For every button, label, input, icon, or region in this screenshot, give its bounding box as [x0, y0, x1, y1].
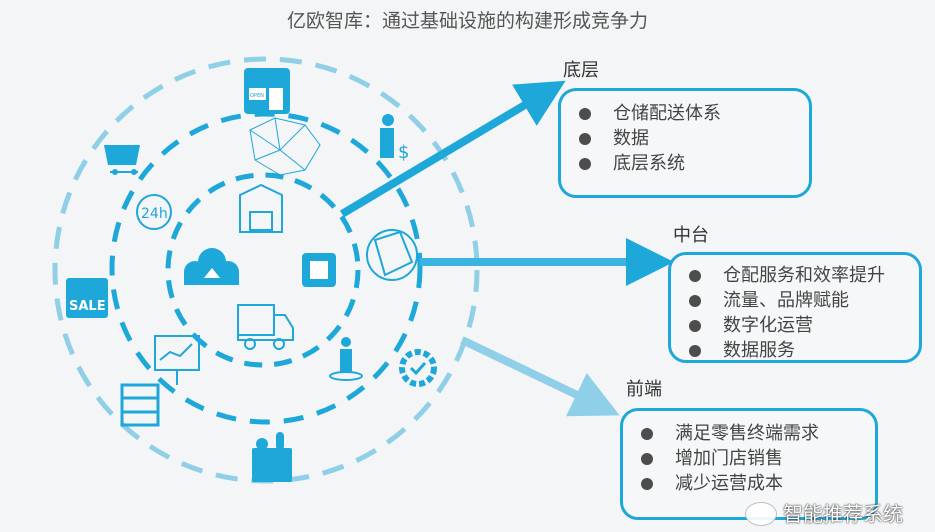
- bullet-icon: [641, 427, 653, 440]
- section-box-middle: 仓配服务和效率提升 流量、品牌赋能 数字化运营 数据服务: [668, 252, 922, 363]
- cloud-upload-icon: [184, 248, 239, 285]
- list-item: 底层系统: [579, 151, 809, 176]
- businessman-dollar-icon: $: [380, 114, 409, 163]
- watermark: 智能推荐系统: [745, 502, 903, 526]
- list-item: 增加门店销售: [641, 446, 875, 471]
- inner-ring: [165, 172, 361, 368]
- list-item: 流量、品牌赋能: [689, 288, 919, 313]
- page-title: 亿欧智库：通过基础设施的构建形成竞争力: [286, 10, 648, 32]
- list-item: 数据服务: [689, 338, 919, 363]
- section-box-bottom: 仓储配送体系 数据 底层系统: [558, 88, 812, 198]
- svg-text:$: $: [398, 142, 409, 163]
- delivery-truck-icon: [237, 304, 294, 350]
- shopping-cart-icon: [104, 145, 140, 175]
- list-item: 仓储配送体系: [579, 101, 809, 126]
- bullet-icon: [689, 294, 701, 307]
- section-box-front: 满足零售终端需求 增加门店销售 减少运营成本: [620, 408, 878, 520]
- list-item: 满足零售终端需求: [641, 421, 875, 446]
- bullet-icon: [579, 157, 591, 170]
- chip-icon: [302, 253, 336, 287]
- list-item: 减少运营成本: [641, 471, 875, 496]
- sale-store-icon: SALE: [66, 278, 108, 318]
- people-target-icon: [329, 337, 363, 381]
- bullet-icon: [579, 132, 591, 145]
- bullet-icon: [641, 477, 653, 490]
- warehouse-icon: [239, 183, 283, 233]
- bullet-icon: [579, 107, 591, 120]
- aperture-icon: [366, 229, 418, 281]
- bullet-icon: [689, 344, 701, 357]
- list-item: 数字化运营: [689, 313, 919, 338]
- clock-24h-icon: 24h: [136, 194, 172, 230]
- section-label-front: 前端: [626, 379, 662, 400]
- store-icon: OPEN: [244, 68, 290, 114]
- middle-ring: [109, 111, 423, 425]
- svg-text:SALE: SALE: [69, 299, 106, 314]
- svg-text:24h: 24h: [141, 206, 168, 222]
- section-label-bottom: 底层: [563, 60, 599, 81]
- grocery-bag-icon: [252, 432, 292, 482]
- open-sign: OPEN: [250, 93, 264, 99]
- bullet-icon: [689, 269, 701, 282]
- bullet-icon: [689, 319, 701, 332]
- bullet-icon: [641, 452, 653, 465]
- gear-check-icon: [399, 349, 437, 387]
- list-item: 数据: [579, 126, 809, 151]
- wechat-icon: [745, 502, 777, 526]
- shelf-icon: [120, 383, 160, 427]
- presentation-chart-icon: [154, 335, 200, 385]
- list-item: 仓配服务和效率提升: [689, 263, 919, 288]
- network-map-icon: [249, 117, 321, 176]
- arrow-front-layer: [460, 336, 620, 417]
- section-label-middle: 中台: [673, 225, 709, 246]
- arrow-bottom-layer: [339, 80, 566, 218]
